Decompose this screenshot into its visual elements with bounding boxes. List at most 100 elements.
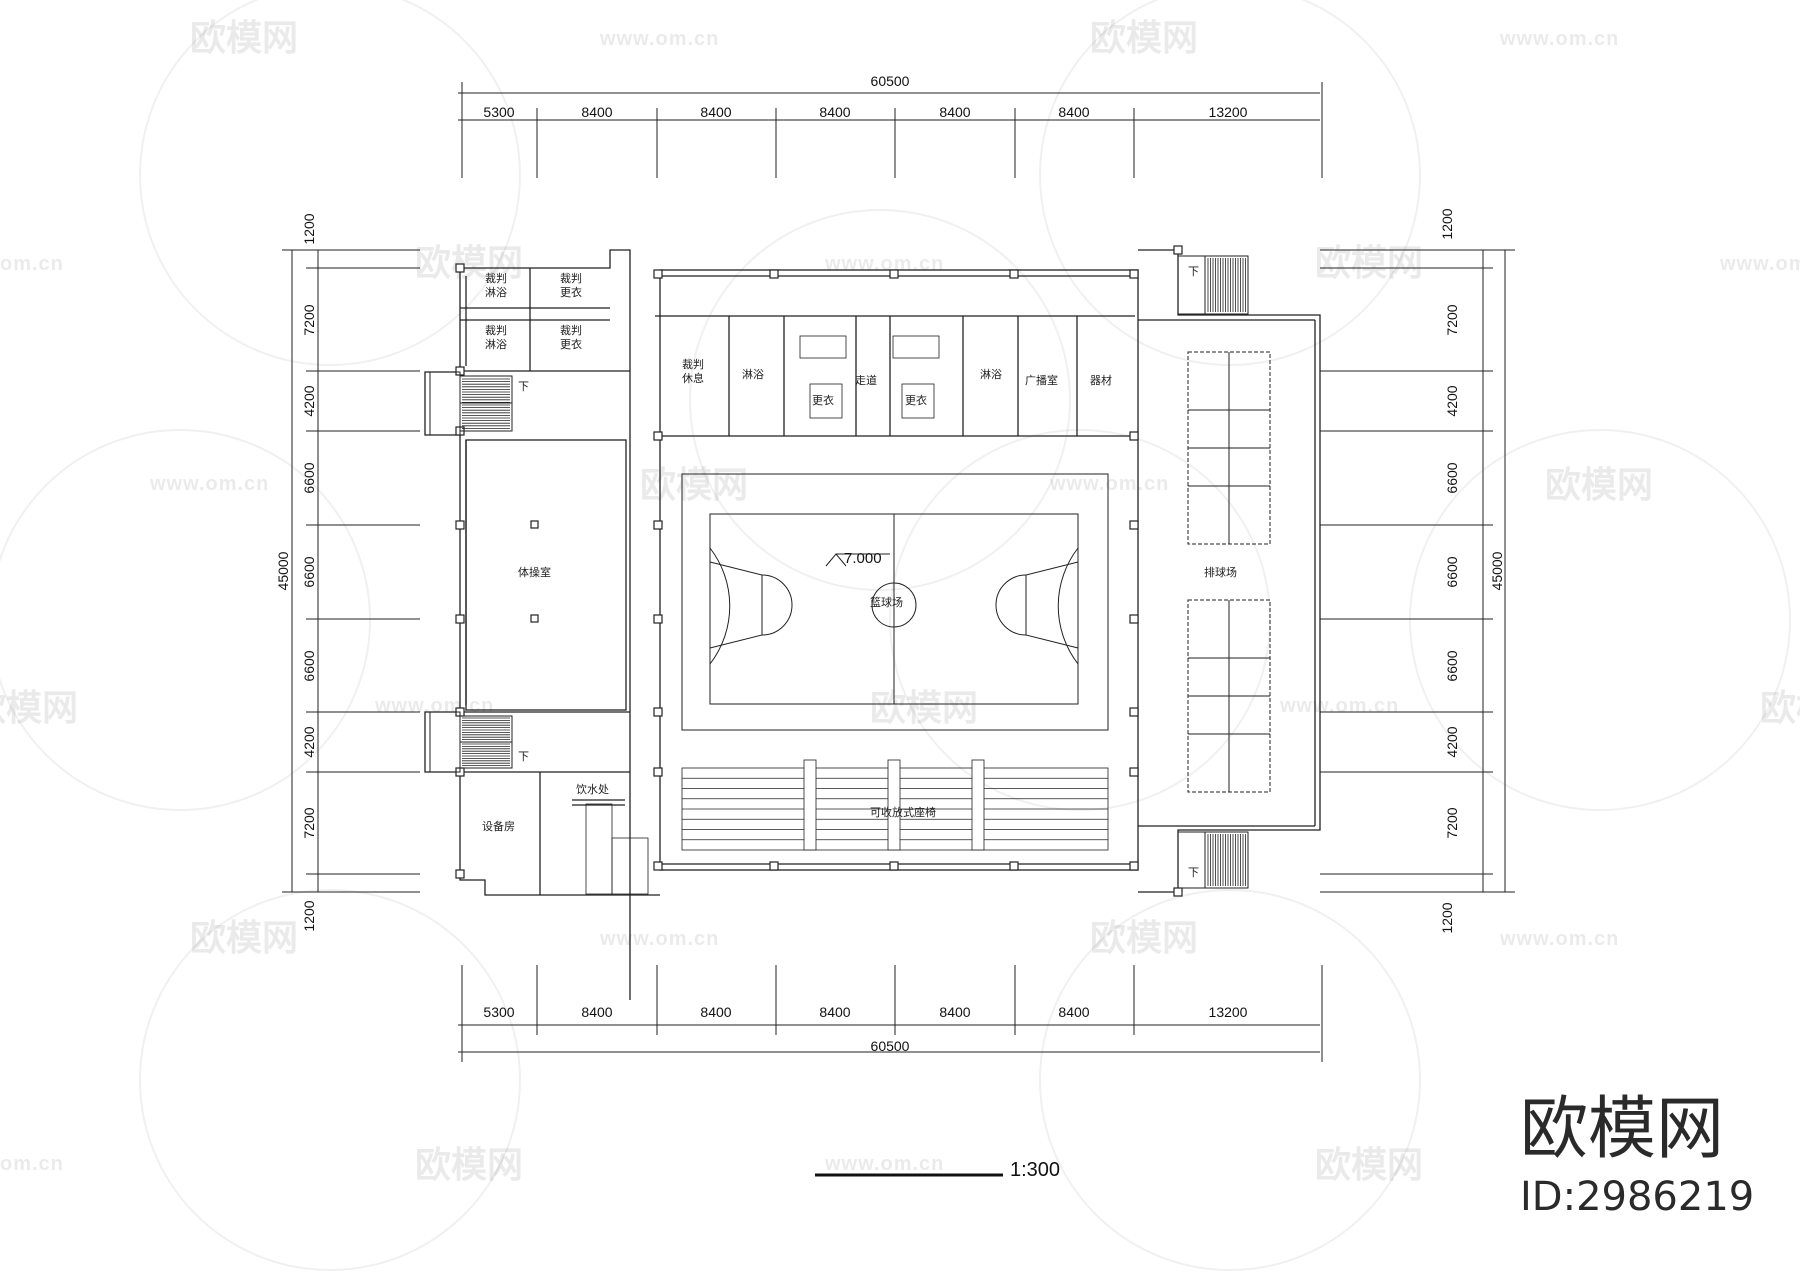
label-stair-down: 下 xyxy=(518,380,529,393)
scale-bar: 1:300 xyxy=(815,1159,1060,1181)
watermark-url: www.om.cn xyxy=(599,28,719,50)
elevation-value: 7.000 xyxy=(844,550,882,567)
dim-span-bottom: 8400 xyxy=(939,1004,970,1020)
dim-span-left: 1200 xyxy=(301,900,317,931)
dim-span-right: 6600 xyxy=(1444,556,1460,587)
watermark-brand: 欧模网 xyxy=(190,18,298,59)
watermark-text-layer: 欧模网 www.om.cn 欧模网 www.om.cn om.cn 欧模网 ww… xyxy=(0,18,1800,1186)
seating-aisle xyxy=(887,759,901,851)
dim-span-left: 7200 xyxy=(301,304,317,335)
label-machine: 设备房 xyxy=(482,819,515,833)
label-bath-a: 淋浴 xyxy=(742,368,764,381)
label-stair-down: 下 xyxy=(1188,265,1199,278)
watermark-url: www.om.cn xyxy=(1719,253,1800,275)
watermark-brand: 欧模网 xyxy=(870,688,978,729)
dim-span-top: 5300 xyxy=(483,104,514,120)
dim-span-right: 4200 xyxy=(1444,385,1460,416)
dim-span-left: 7200 xyxy=(301,807,317,838)
label-corridor: 走道 xyxy=(855,373,877,387)
columns xyxy=(455,245,1183,897)
dim-span-left: 6600 xyxy=(301,650,317,681)
watermark-brand: 欧模网 xyxy=(640,465,748,506)
basketball-court xyxy=(681,473,1109,731)
seating-aisle xyxy=(803,759,817,851)
label-equipment: 器材 xyxy=(1090,373,1112,387)
watermark-url: www.om.cn xyxy=(1499,28,1619,50)
label-gym: 体操室 xyxy=(518,565,551,579)
dim-span-right: 6600 xyxy=(1444,650,1460,681)
label-changing-b: 更衣 xyxy=(905,393,927,407)
stair-treads xyxy=(462,258,1246,886)
dim-span-bottom: 8400 xyxy=(700,1004,731,1020)
label-ref-bath-2: 裁判淋浴 xyxy=(485,324,507,351)
watermark-url: www.om.cn xyxy=(149,473,269,495)
dimension-lines xyxy=(282,82,1515,1062)
label-stair-down: 下 xyxy=(518,750,529,763)
watermark-url: www.om.cn xyxy=(824,1153,944,1175)
stairs xyxy=(429,255,1249,889)
watermark-url: www.om.cn xyxy=(824,253,944,275)
dim-total-bottom: 60500 xyxy=(871,1038,910,1054)
dim-span-left: 1200 xyxy=(301,213,317,244)
watermark-url: om.cn xyxy=(0,1153,64,1175)
seating-aisle xyxy=(971,759,985,851)
watermark-brand: 欧模网 xyxy=(1090,918,1198,959)
label-ref-change-1: 裁判更衣 xyxy=(560,272,582,299)
dim-total-left: 45000 xyxy=(275,551,291,590)
dim-span-right: 6600 xyxy=(1444,462,1460,493)
scale-label: 1:300 xyxy=(1010,1159,1060,1181)
label-volleyball: 排球场 xyxy=(1204,565,1237,579)
brand-id: ID:2986219 xyxy=(1520,1174,1754,1220)
room-labels: 裁判淋浴 裁判更衣 裁判淋浴 裁判更衣 裁判休息 淋浴 更衣 走道 更衣 淋浴 … xyxy=(482,265,1237,879)
watermark-brand: 欧模网 xyxy=(415,1145,523,1186)
dim-span-right: 1200 xyxy=(1439,902,1455,933)
label-seating: 可收放式座椅 xyxy=(870,805,936,819)
dim-total-right: 45000 xyxy=(1489,551,1505,590)
label-water: 饮水处 xyxy=(576,783,609,796)
label-ref-change-2: 裁判更衣 xyxy=(560,324,582,351)
label-broadcast: 广播室 xyxy=(1025,373,1058,387)
dim-span-right: 7200 xyxy=(1444,807,1460,838)
watermark-brand: 欧模网 xyxy=(190,918,298,959)
dim-span-top: 8400 xyxy=(939,104,970,120)
brand-name: 欧模网 xyxy=(1520,1090,1724,1169)
watermark-url: www.om.cn xyxy=(374,695,494,717)
brand-mark: 欧模网 ID:2986219 xyxy=(1520,1090,1754,1220)
watermark-url: www.om.cn xyxy=(1049,473,1169,495)
dim-span-left: 4200 xyxy=(301,726,317,757)
watermark-brand: 欧模网 xyxy=(1315,243,1423,284)
label-changing-a: 更衣 xyxy=(812,393,834,407)
watermark-brand: 欧模网 xyxy=(415,243,523,284)
watermark-brand: 欧模网 xyxy=(1315,1145,1423,1186)
watermark-brand: 欧模网 xyxy=(1760,688,1800,729)
dim-span-top: 13200 xyxy=(1209,104,1248,120)
watermark-brand: 欧模网 xyxy=(1545,465,1653,506)
watermark-url: www.om.cn xyxy=(1499,928,1619,950)
label-bath-b: 淋浴 xyxy=(980,368,1002,381)
dim-total-top: 60500 xyxy=(871,73,910,89)
dim-span-top: 8400 xyxy=(1058,104,1089,120)
dim-span-left: 6600 xyxy=(301,556,317,587)
label-basketball: 篮球场 xyxy=(870,595,903,609)
dim-span-right: 4200 xyxy=(1444,726,1460,757)
label-ref-bath-1: 裁判淋浴 xyxy=(485,272,507,299)
watermark-url: www.om.cn xyxy=(599,928,719,950)
watermark-url: om.cn xyxy=(0,253,64,275)
dim-span-top: 8400 xyxy=(819,104,850,120)
dim-span-bottom: 8400 xyxy=(819,1004,850,1020)
label-stair-down: 下 xyxy=(1188,866,1199,879)
dim-span-top: 8400 xyxy=(700,104,731,120)
dim-span-left: 6600 xyxy=(301,462,317,493)
dim-span-right: 7200 xyxy=(1444,304,1460,335)
volleyball-courts xyxy=(1187,351,1271,793)
dim-span-right: 1200 xyxy=(1439,208,1455,239)
walls xyxy=(424,249,1321,1000)
retractable-seating xyxy=(681,759,1109,851)
elevation-marker: 7.000 xyxy=(825,550,890,567)
watermark-brand: 欧模网 xyxy=(0,688,78,729)
dim-span-bottom: 5300 xyxy=(483,1004,514,1020)
label-ref-rest: 裁判休息 xyxy=(682,358,704,385)
watermark-url: www.om.cn xyxy=(1279,695,1399,717)
fixtures xyxy=(585,335,940,895)
